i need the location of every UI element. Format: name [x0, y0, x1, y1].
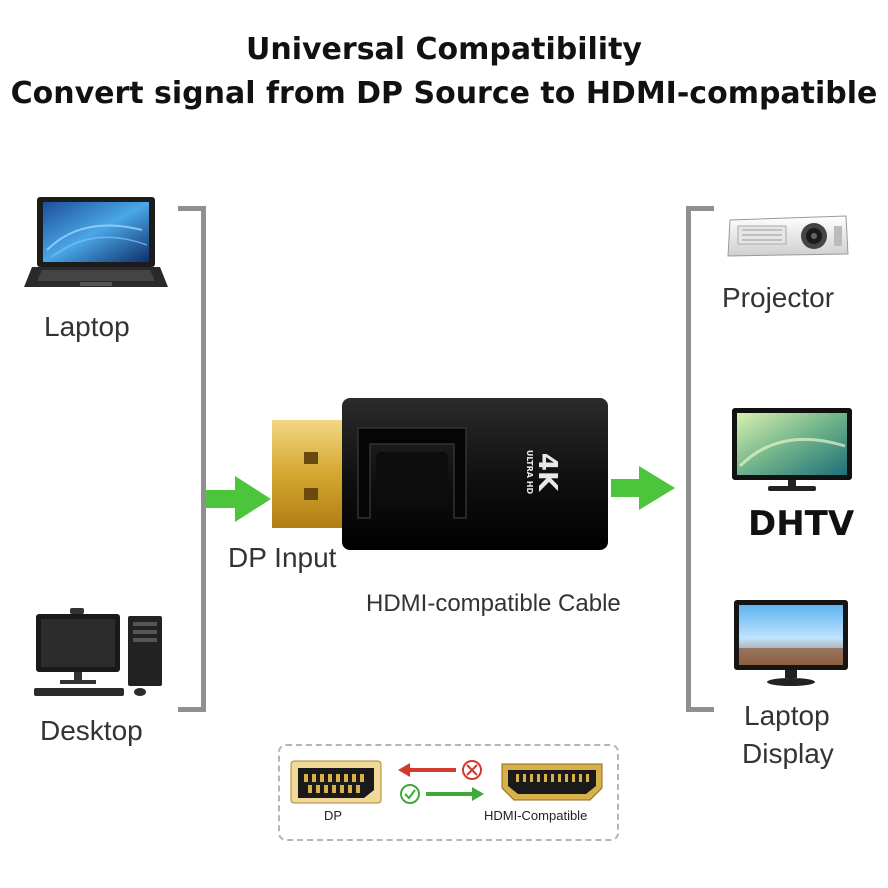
input-arrow-icon: [205, 476, 271, 522]
monitor-icon: [734, 600, 848, 686]
page-title: Universal Compatibility: [246, 32, 642, 67]
tv-icon: [732, 408, 852, 491]
output-bracket: [686, 206, 714, 712]
desktop-label: Desktop: [40, 715, 143, 746]
hdmi-cable-label: HDMI-compatible Cable: [366, 590, 621, 617]
dp-port-icon: [290, 760, 382, 804]
laptop-display-label-line2: Display: [742, 738, 834, 769]
source-bracket: [178, 206, 206, 712]
dhtv-label: DHTV: [748, 504, 855, 544]
invalid-direction-arrow-icon: [398, 760, 482, 780]
desktop-icon: [34, 608, 162, 696]
dp-input-label: DP Input: [228, 542, 337, 573]
4k-badge: 4K: [532, 452, 562, 492]
page-subtitle: Convert signal from DP Source to HDMI-co…: [10, 76, 878, 111]
laptop-label: Laptop: [44, 311, 130, 342]
laptop-icon: [24, 197, 168, 287]
dp-legend-label: DP: [324, 808, 343, 823]
projector-label: Projector: [722, 282, 835, 313]
output-arrow-icon: [611, 466, 675, 510]
hdmi-port-icon: [501, 763, 603, 801]
dp-to-hdmi-adapter-image: [272, 398, 608, 550]
valid-direction-arrow-icon: [400, 784, 484, 804]
hdmi-legend-label: HDMI-Compatible: [484, 808, 588, 823]
projector-icon: [727, 215, 849, 257]
ultra-hd-badge: ULTRA HD: [525, 449, 534, 495]
direction-legend: [278, 744, 619, 841]
laptop-display-label-line1: Laptop: [744, 700, 830, 731]
